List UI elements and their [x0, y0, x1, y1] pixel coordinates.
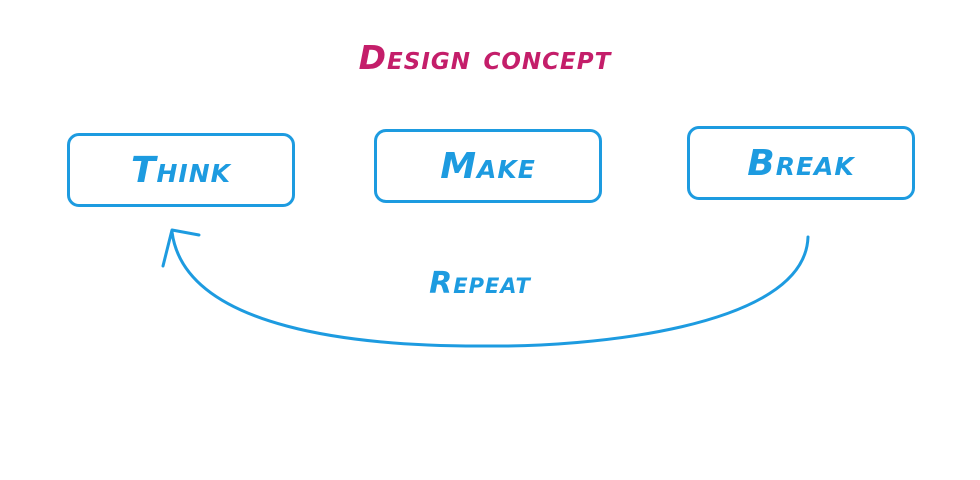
step-think-label: Think — [130, 149, 232, 191]
repeat-label: Repeat — [429, 266, 531, 301]
step-break-label: Break — [747, 142, 855, 184]
step-break-box: Break — [687, 126, 915, 200]
diagram-title: Design concept — [358, 38, 612, 77]
repeat-loop-curve — [170, 230, 810, 348]
arrow-head-icon — [161, 228, 201, 268]
step-make-box: Make — [374, 129, 602, 203]
step-make-label: Make — [440, 145, 536, 187]
step-think-box: Think — [67, 133, 295, 207]
